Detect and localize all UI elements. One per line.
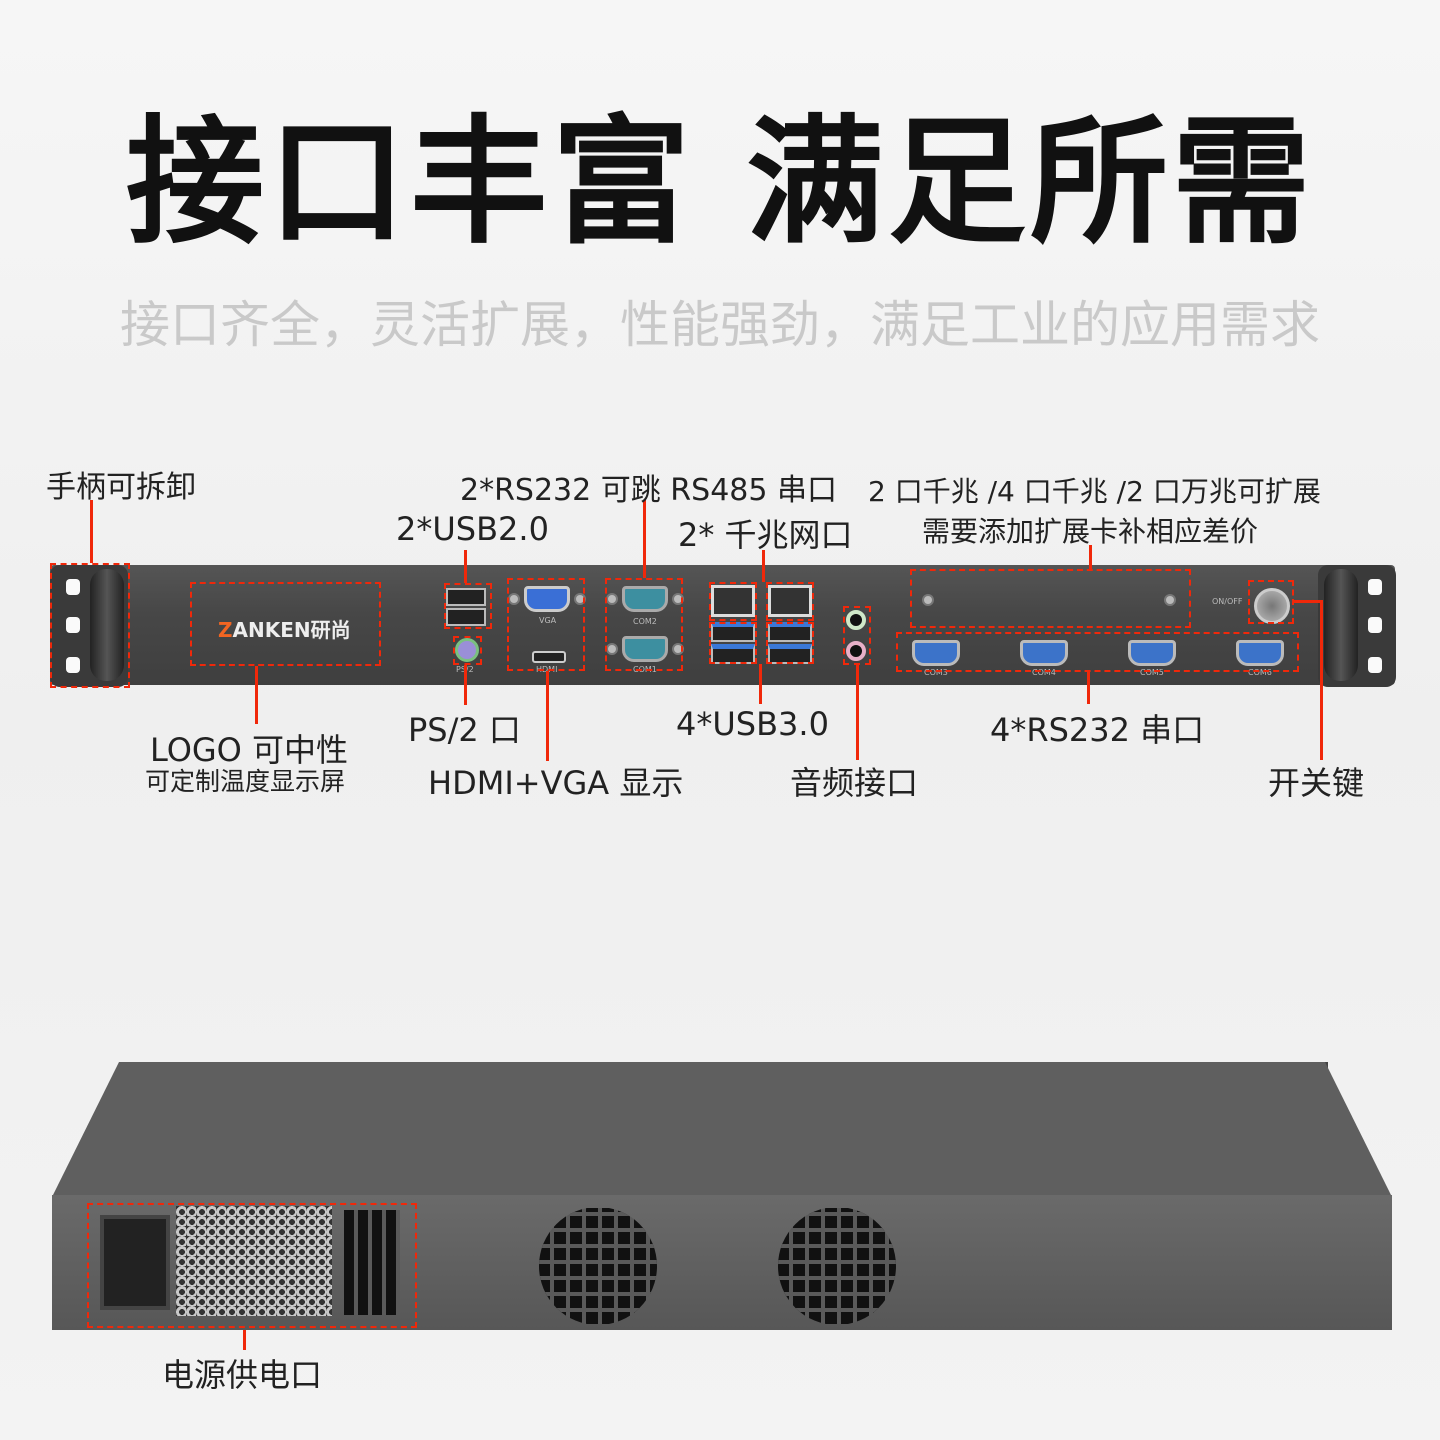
callout-usb2: 2*USB2.0 <box>396 510 549 548</box>
com4-port <box>1020 640 1068 666</box>
com5-port <box>1128 640 1176 666</box>
com3-label: COM3 <box>924 668 948 677</box>
callout-rs232-bottom: 4*RS232 串口 <box>990 711 1205 749</box>
callout-expansion-1: 2 口千兆 /4 口千兆 /2 口万兆可扩展 <box>868 475 1321 508</box>
power-button-highlight <box>1248 580 1294 624</box>
fan-vent <box>538 1208 658 1324</box>
callout-logo-2: 可定制温度显示屏 <box>145 767 346 796</box>
logo-highlight <box>190 582 381 666</box>
com4-label: COM4 <box>1032 668 1056 677</box>
callout-power-switch: 开关键 <box>1268 764 1365 802</box>
hdmi-port <box>532 651 566 663</box>
callout-rs232-top: 2*RS232 可跳 RS485 串口 <box>460 473 837 508</box>
display-highlight <box>507 578 585 671</box>
callout-logo-1: LOGO 可中性 <box>150 731 349 769</box>
lan-highlight <box>766 582 814 621</box>
com2-port <box>622 586 668 612</box>
left-handle <box>50 565 128 687</box>
callout-lan: 2* 千兆网口 <box>678 516 853 554</box>
callout-ps2: PS/2 口 <box>408 711 521 749</box>
usb2-port <box>446 608 486 626</box>
ps2-highlight <box>453 636 482 665</box>
right-handle <box>1318 565 1396 687</box>
com5-label: COM5 <box>1140 668 1164 677</box>
callout-expansion-2: 需要添加扩展卡补相应差价 <box>922 515 1259 548</box>
ps2-port <box>455 638 479 662</box>
onoff-label: ON/OFF <box>1212 597 1243 606</box>
usb3-port <box>711 622 755 642</box>
com1-port <box>622 636 668 662</box>
com12-highlight <box>605 578 683 671</box>
com3-6-highlight <box>896 632 1299 672</box>
com6-label: COM6 <box>1248 668 1272 677</box>
vga-label: VGA <box>539 616 557 625</box>
brand-logo: ZANKEN研尚 <box>218 618 351 642</box>
chassis-top <box>52 1062 1392 1197</box>
com2-label: COM2 <box>633 617 657 626</box>
power-inlet <box>100 1215 170 1310</box>
callout-power-supply: 电源供电口 <box>162 1356 323 1394</box>
mic-in-jack <box>846 641 866 661</box>
expansion-highlight <box>910 569 1191 628</box>
lan-highlight <box>709 582 757 621</box>
usb2-highlight <box>444 583 492 629</box>
power-supply-highlight <box>87 1203 417 1328</box>
usb2-port <box>446 588 486 606</box>
lan-port <box>768 585 812 617</box>
usb3-port <box>768 622 812 642</box>
fan-vent <box>777 1208 897 1324</box>
com6-port <box>1236 640 1284 666</box>
callout-usb3: 4*USB3.0 <box>676 705 829 743</box>
psu-grille <box>176 1206 332 1316</box>
logo-text: ANKEN研尚 <box>232 618 351 642</box>
lan-port <box>711 585 755 617</box>
callout-audio: 音频接口 <box>790 764 919 802</box>
psu-vent <box>344 1210 400 1315</box>
usb3-highlight <box>709 622 757 664</box>
callout-handle: 手柄可拆卸 <box>46 470 196 505</box>
callout-display: HDMI+VGA 显示 <box>428 764 684 802</box>
vga-port <box>524 586 570 612</box>
handle-highlight <box>50 563 130 688</box>
com3-port <box>912 640 960 666</box>
audio-out-jack <box>846 610 866 630</box>
page-title: 接口丰富 满足所需 <box>125 102 1315 263</box>
audio-highlight <box>843 606 871 665</box>
page-subtitle: 接口齐全，灵活扩展，性能强劲，满足工业的应用需求 <box>120 296 1320 354</box>
usb3-highlight <box>766 622 814 664</box>
